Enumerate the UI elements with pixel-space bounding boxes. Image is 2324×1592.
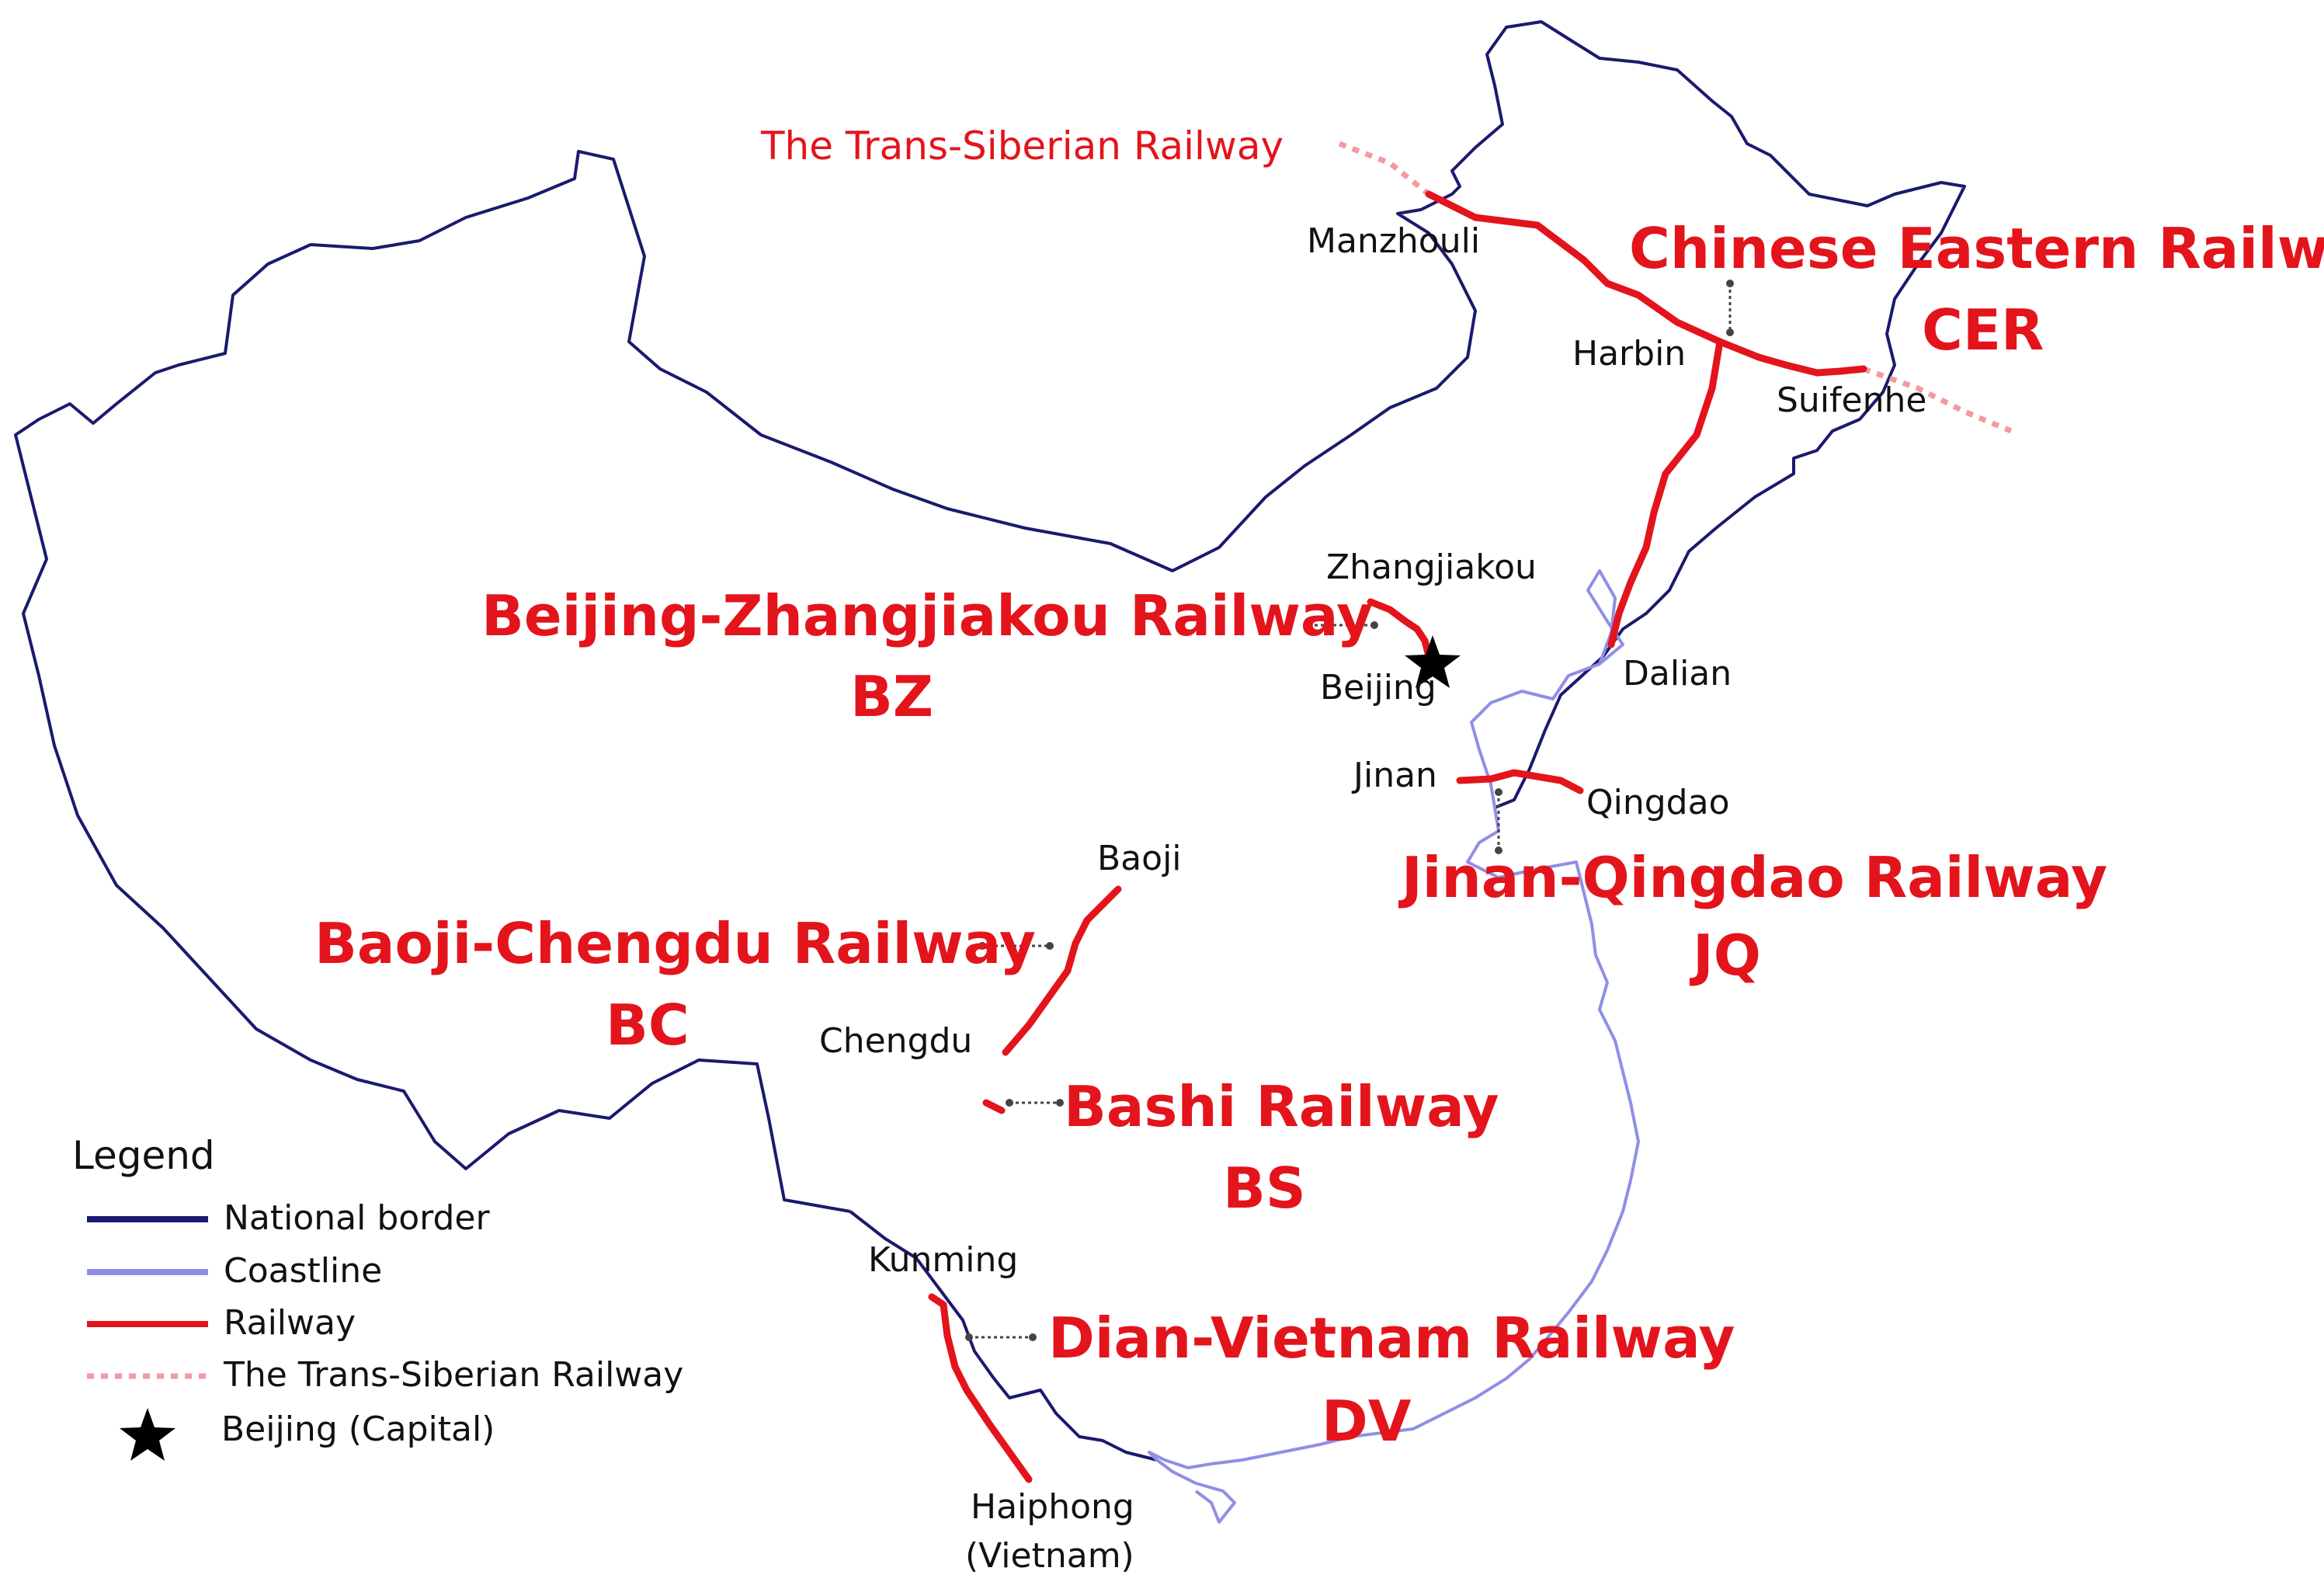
cer-abbr-label: CER xyxy=(1922,297,2044,363)
bs-name-label: Bashi Railway xyxy=(1064,1074,1499,1139)
railway-cer xyxy=(1425,190,1867,377)
leader-dv-dot-end xyxy=(1029,1333,1037,1341)
leader-bc-dot-end xyxy=(1046,942,1054,950)
city-jinan: Jinan xyxy=(1351,756,1437,795)
city-zhangjiakou: Zhangjiakou xyxy=(1326,547,1537,587)
leader-cer-dot xyxy=(1726,280,1734,287)
city-chengdu: Chengdu xyxy=(819,1021,972,1061)
city-beijing: Beijing xyxy=(1320,668,1436,707)
trans-siberian-west-segment xyxy=(1338,141,1431,196)
city-manzhouli: Manzhouli xyxy=(1307,221,1480,261)
cer-name-label: Chinese Eastern Railway xyxy=(1629,216,2324,281)
trans-siberian-east-segment xyxy=(1862,366,2013,434)
jq-abbr-label: JQ xyxy=(1689,923,1761,988)
leader-bz-dot-end xyxy=(1370,621,1378,629)
coastline xyxy=(1148,569,1640,1524)
leader-jq-dot xyxy=(1495,788,1502,796)
national-border-southwest xyxy=(849,1210,1158,1462)
bz-name-label: Beijing-Zhangjiakou Railway xyxy=(481,583,1373,648)
leader-bc-dot xyxy=(978,942,986,950)
railway-bz xyxy=(1367,598,1433,660)
legend-label-railway: Railway xyxy=(224,1303,356,1343)
legend-label-coastline: Coastline xyxy=(224,1251,382,1291)
leader-bs-dot xyxy=(1006,1099,1013,1107)
legend: Legend National border Coastline Railway… xyxy=(72,1133,683,1461)
railway-bc xyxy=(1002,885,1122,1056)
city-haiphong: Haiphong xyxy=(971,1487,1134,1527)
bs-abbr-label: BS xyxy=(1223,1156,1306,1221)
city-baoji: Baoji xyxy=(1097,839,1182,878)
leader-cer-dot-end xyxy=(1726,328,1734,336)
legend-label-border: National border xyxy=(224,1198,491,1238)
dv-name-label: Dian-Vietnam Railway xyxy=(1048,1305,1735,1371)
leader-bz-dot xyxy=(1304,621,1312,629)
national-border xyxy=(14,20,1966,1213)
railway-jq xyxy=(1456,769,1584,794)
bc-name-label: Baoji-Chengdu Railway xyxy=(314,911,1036,976)
leader-dv-dot xyxy=(965,1333,973,1341)
legend-title: Legend xyxy=(72,1133,215,1178)
trans-siberian-label: The Trans-Siberian Railway xyxy=(760,123,1284,169)
city-suifenhe: Suifenhe xyxy=(1777,381,1926,420)
legend-label-capital: Beijing (Capital) xyxy=(221,1410,495,1449)
city-harbin: Harbin xyxy=(1572,334,1686,374)
bz-abbr-label: BZ xyxy=(850,664,933,729)
bc-abbr-label: BC xyxy=(606,992,690,1058)
city-qingdao: Qingdao xyxy=(1586,783,1730,822)
leader-bs-dot-end xyxy=(1056,1099,1064,1107)
city-vietnam: (Vietnam) xyxy=(965,1536,1134,1576)
railway-dv xyxy=(928,1293,1033,1483)
legend-label-trans-siberian: The Trans-Siberian Railway xyxy=(223,1355,683,1395)
city-dalian: Dalian xyxy=(1623,654,1732,693)
jq-name-label: Jinan-Qingdao Railway xyxy=(1398,845,2107,910)
city-kunming: Kunming xyxy=(868,1240,1018,1280)
leader-jq-dot-end xyxy=(1495,846,1502,854)
railway-bs xyxy=(982,1099,1006,1114)
beijing-star-icon xyxy=(1405,635,1461,688)
dv-abbr-label: DV xyxy=(1322,1389,1412,1454)
railway-cer-south xyxy=(1607,338,1724,648)
legend-star-icon xyxy=(120,1408,175,1461)
